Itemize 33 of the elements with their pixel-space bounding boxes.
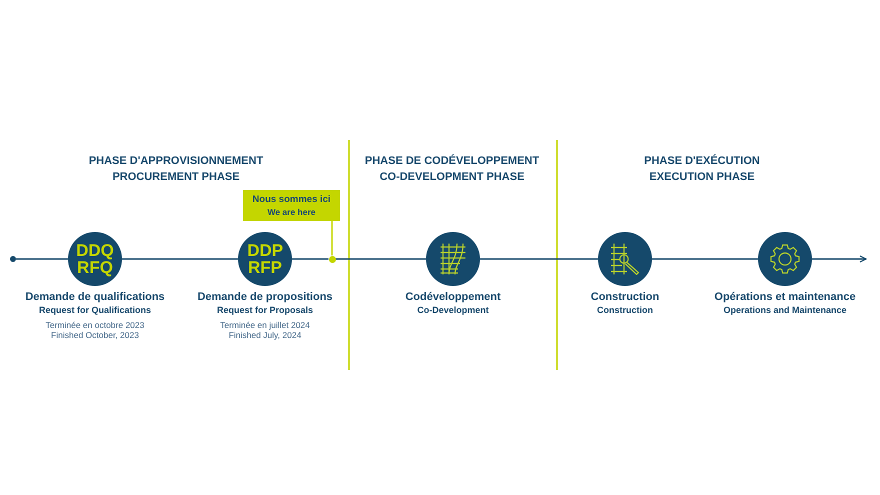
milestone-code: DDP RFP [247, 242, 283, 276]
callout-panel [243, 190, 340, 221]
milestone-status: Terminée en juillet 2024 [220, 320, 310, 330]
timeline-line [336, 258, 426, 260]
timeline-line [16, 258, 68, 260]
milestone-subtitle: Operations and Maintenance [723, 305, 847, 315]
phase-heading: PHASE D'APPROVISIONNEMENT [88, 155, 264, 167]
milestone-status: Finished October, 2023 [51, 330, 139, 340]
milestone-subtitle: Request for Proposals [216, 305, 313, 315]
milestone-title: Demande de qualifications [25, 291, 165, 303]
milestone-code: DDQ RFQ [76, 242, 114, 276]
milestone-subtitle: Co-Development [417, 305, 489, 315]
milestone-title: Demande de propositions [197, 291, 333, 303]
timeline-line [480, 258, 598, 260]
milestone-subtitle: Request for Qualifications [38, 305, 152, 315]
phase-subheading: CO-DEVELOPMENT PHASE [380, 171, 524, 183]
milestone-title: Construction [590, 291, 660, 303]
callout-heading: Nous sommes ici [252, 194, 331, 205]
milestone-title: Opérations et maintenance [714, 291, 856, 303]
phase-heading: PHASE DE CODÉVELOPPEMENT [364, 155, 540, 167]
timeline-line [292, 258, 328, 260]
milestone-title: Codéveloppement [405, 291, 501, 303]
leader-line [331, 221, 333, 256]
phase-subheading: PROCUREMENT PHASE [112, 171, 240, 183]
callout-subtext: We are here [267, 207, 316, 217]
timeline-line [122, 258, 238, 260]
phase-heading: PHASE D'EXÉCUTION [644, 155, 760, 167]
milestone-status: Finished July, 2024 [228, 330, 302, 340]
timeline-line [652, 258, 758, 260]
milestone-subtitle: Construction [597, 305, 653, 315]
timeline-arrow [812, 255, 867, 263]
phase-subheading: EXECUTION PHASE [649, 171, 755, 183]
milestone-status: Terminée en octobre 2023 [46, 320, 144, 330]
